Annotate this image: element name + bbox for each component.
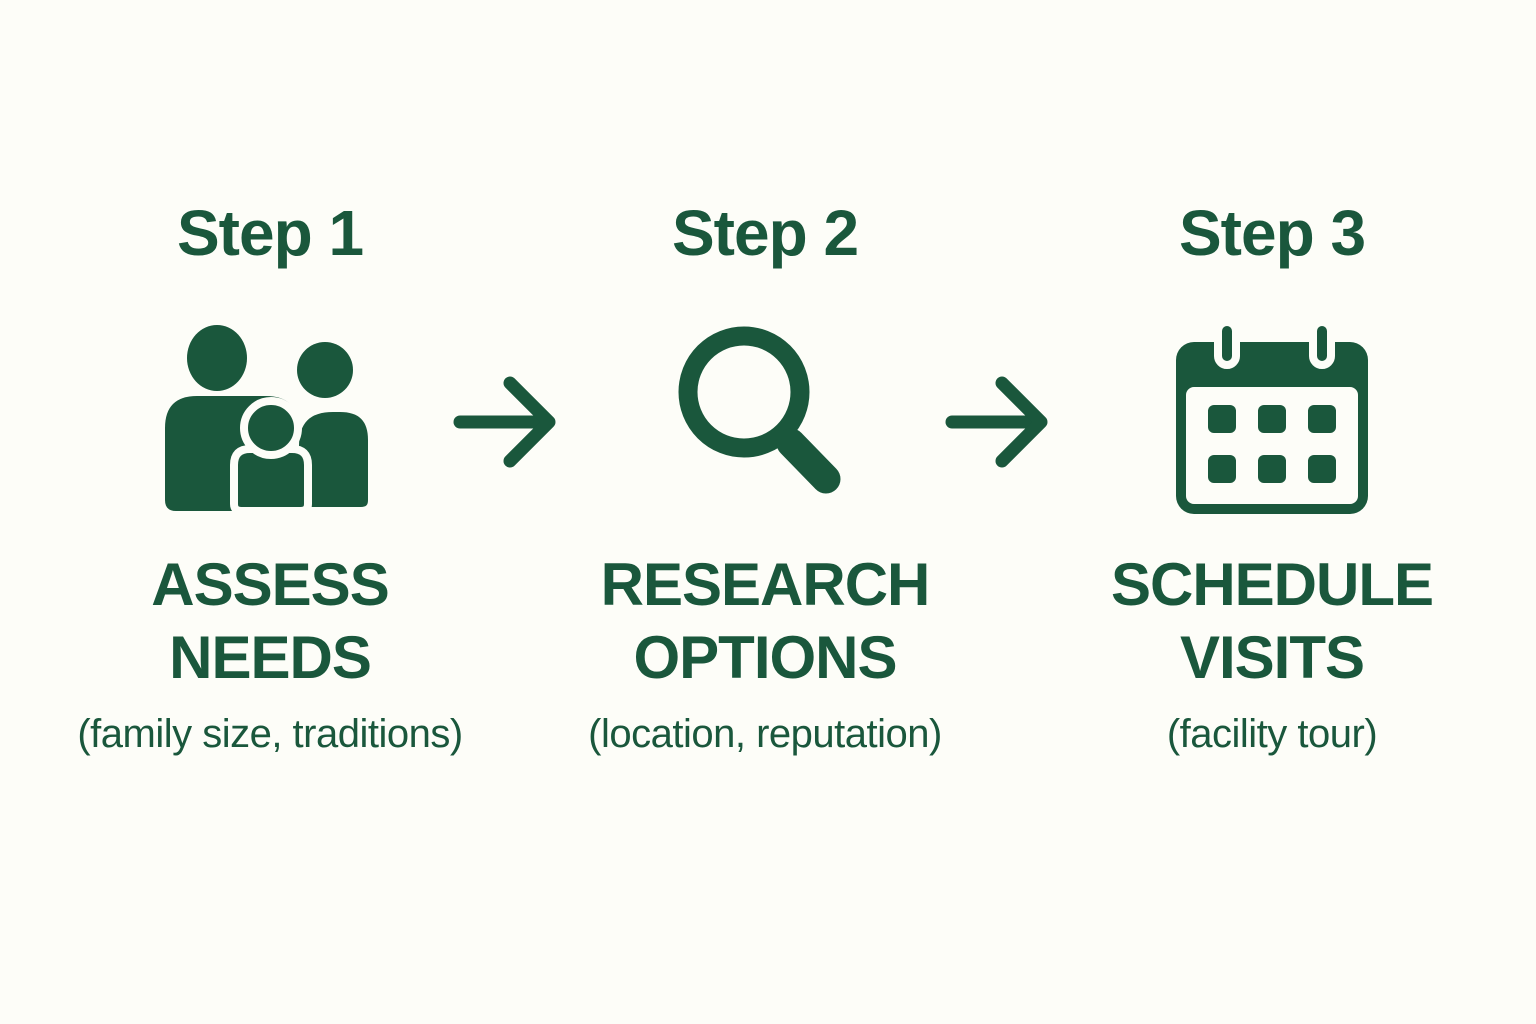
step-title-line: VISITS <box>1179 624 1365 691</box>
step-title: SCHEDULE VISITS <box>1037 548 1507 694</box>
step-title-line: OPTIONS <box>633 624 897 691</box>
step-heading: Step 3 <box>1178 197 1366 269</box>
arrow-right-icon <box>452 376 564 468</box>
step-title-line: SCHEDULE <box>1110 551 1434 618</box>
step-column-1: Step 1 ASSESS NEEDS (family size, tradit… <box>35 0 505 1024</box>
step-column-3: Step 3 SCHEDULE VISITS (facility tour) <box>1037 0 1507 1024</box>
step-heading: Step 1 <box>176 197 364 269</box>
step-title-line: RESEARCH <box>600 551 931 618</box>
calendar-icon <box>1176 318 1368 514</box>
step-title-line: NEEDS <box>169 624 372 691</box>
step-title: RESEARCH OPTIONS <box>530 548 1000 694</box>
step-icon-box <box>530 316 1000 516</box>
step-title-line: ASSESS <box>151 551 389 618</box>
step-icon-box <box>1037 316 1507 516</box>
arrow-right-icon <box>944 376 1056 468</box>
family-icon <box>165 325 376 515</box>
step-icon-box <box>35 316 505 516</box>
step-caption: (family size, traditions) <box>77 712 463 756</box>
step-column-2: Step 2 RESEARCH OPTIONS (location, reput… <box>530 0 1000 1024</box>
step-heading: Step 2 <box>671 197 859 269</box>
step-caption: (location, reputation) <box>588 712 942 756</box>
magnifier-icon <box>678 326 840 494</box>
step-caption: (facility tour) <box>1166 712 1378 756</box>
step-title: ASSESS NEEDS <box>35 548 505 694</box>
